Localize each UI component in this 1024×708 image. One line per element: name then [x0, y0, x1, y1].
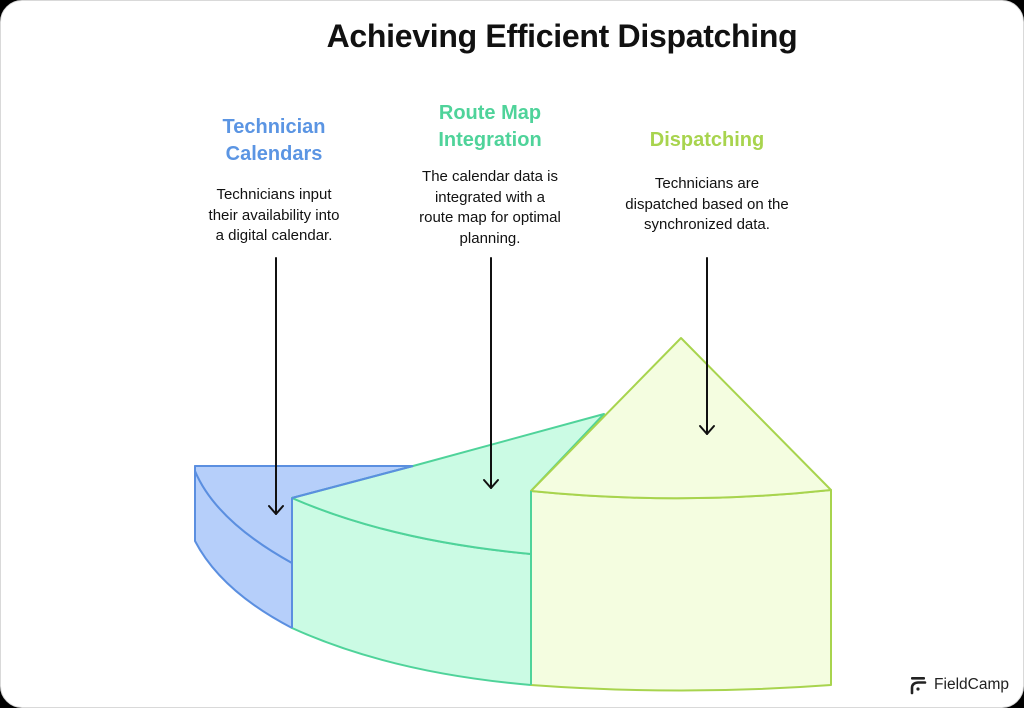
- step-heading: Technician Calendars: [173, 114, 375, 168]
- step-heading: Route Map Integration: [389, 100, 591, 154]
- step-heading-line: Technician: [222, 116, 326, 138]
- step-description-line: The calendar data is: [422, 168, 558, 185]
- step-technician-calendars: Technician Calendars Technicians input t…: [173, 114, 375, 247]
- step-description-line: Technicians input: [216, 186, 332, 203]
- fieldcamp-brand: FieldCamp: [908, 675, 1009, 695]
- step-heading: Dispatching: [597, 127, 817, 154]
- step-description-line: dispatched based on the: [625, 195, 789, 213]
- step-description-line: their availability into: [208, 206, 340, 224]
- step-description-line: synchronized data.: [644, 216, 770, 233]
- yellow-slice-front: [530, 489, 832, 692]
- step-description-line: Technicians are: [654, 175, 760, 192]
- step-heading-line: Integration: [438, 129, 542, 151]
- arrow-route-map: [483, 257, 499, 489]
- page-title: Achieving Efficient Dispatching: [326, 18, 798, 54]
- yellow-slice-dispatching: [530, 337, 832, 692]
- arrow-dispatching: [699, 257, 715, 435]
- step-description: Technicians input their availability int…: [173, 185, 375, 247]
- step-description: The calendar data is integrated with a r…: [389, 167, 591, 249]
- fieldcamp-logo-icon: [910, 677, 927, 695]
- step-description: Technicians are dispatched based on the …: [597, 174, 817, 236]
- step-description-line: route map for optimal: [419, 209, 561, 226]
- step-route-map-integration: Route Map Integration The calendar data …: [389, 100, 591, 249]
- step-heading-line: Route Map: [438, 102, 542, 124]
- brand-name: FieldCamp: [934, 676, 1009, 693]
- step-description-line: integrated with a: [434, 188, 546, 206]
- step-dispatching: Dispatching Technicians are dispatched b…: [597, 127, 817, 236]
- arrow-technician-calendars: [268, 257, 284, 515]
- step-description-line: planning.: [459, 229, 521, 247]
- step-heading-line: Dispatching: [649, 129, 765, 151]
- step-heading-line: Calendars: [225, 143, 323, 165]
- step-description-line: a digital calendar.: [215, 227, 333, 244]
- green-slice-route-map: [291, 413, 605, 686]
- yellow-slice-top: [530, 337, 832, 500]
